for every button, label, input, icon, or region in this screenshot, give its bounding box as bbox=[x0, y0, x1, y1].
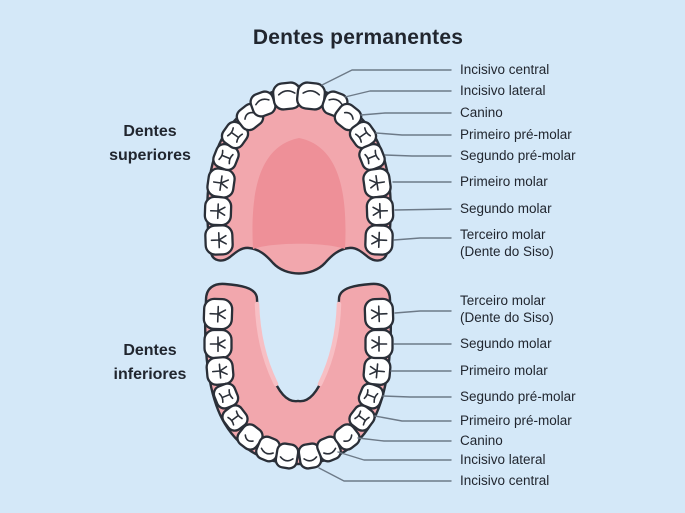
lower-teeth bbox=[202, 297, 395, 470]
section-label-dentes-inferiores: Dentes inferiores bbox=[113, 342, 187, 383]
leader-lower-primeiro-pre-molar bbox=[374, 415, 452, 422]
label-lower-primeiro-molar: Primeiro molar bbox=[460, 363, 548, 378]
upper-tooth-segundo-molar-esq bbox=[203, 195, 233, 227]
upper-teeth bbox=[203, 81, 395, 256]
label-upper-terceiro-molar: Terceiro molar (Dente do Siso) bbox=[460, 227, 554, 259]
label-lower-segundo-molar: Segundo molar bbox=[460, 336, 552, 351]
leader-upper-terceiro-molar bbox=[393, 237, 452, 241]
lower-tooth-primeiro-molar-esq bbox=[205, 356, 235, 386]
lower-tooth-canino-dir bbox=[333, 423, 361, 451]
upper-tooth-segundo-molar-dir bbox=[365, 195, 395, 227]
upper-tooth-incisivo-central-dir bbox=[295, 81, 327, 111]
lower-tooth-incisivo-lateral-esq bbox=[255, 435, 281, 463]
upper-tooth-terceiro-molar-esq bbox=[204, 224, 234, 256]
label-upper-segundo-pre-molar: Segundo pré-molar bbox=[460, 148, 576, 163]
lower-tooth-segundo-molar-esq bbox=[203, 328, 233, 360]
lower-tooth-terceiro-molar-esq bbox=[202, 297, 234, 331]
leader-lines-lower bbox=[318, 310, 452, 482]
label-lower-primeiro-pre-molar: Primeiro pré-molar bbox=[460, 413, 572, 428]
label-lower-terceiro-molar: Terceiro molar (Dente do Siso) bbox=[460, 293, 554, 325]
upper-tooth-primeiro-molar-dir bbox=[362, 167, 392, 199]
label-upper-primeiro-molar: Primeiro molar bbox=[460, 174, 548, 189]
label-upper-primeiro-pre-molar: Primeiro pré-molar bbox=[460, 127, 572, 142]
label-lower-incisivo-central: Incisivo central bbox=[460, 473, 550, 488]
label-lower-segundo-pre-molar: Segundo pré-molar bbox=[460, 389, 576, 404]
label-lower-incisivo-lateral: Incisivo lateral bbox=[460, 452, 546, 467]
lower-tooth-terceiro-molar-dir bbox=[363, 297, 395, 331]
upper-tooth-segundo-pre-molar-esq bbox=[212, 142, 240, 172]
lower-tooth-incisivo-central-esq bbox=[274, 442, 300, 470]
label-upper-segundo-molar: Segundo molar bbox=[460, 201, 552, 216]
page-title: Dentes permanentes bbox=[252, 26, 464, 49]
lower-tooth-primeiro-pre-molar-esq bbox=[221, 404, 249, 432]
upper-tooth-terceiro-molar-dir bbox=[364, 224, 394, 256]
leader-upper-primeiro-pre-molar bbox=[375, 132, 452, 136]
upper-palate bbox=[252, 138, 346, 249]
leader-upper-incisivo-central bbox=[321, 69, 452, 86]
lower-gum-highlight-right bbox=[317, 301, 342, 387]
lower-tooth-primeiro-molar-dir bbox=[362, 356, 392, 386]
lower-tooth-primeiro-pre-molar-dir bbox=[348, 404, 376, 432]
leader-upper-segundo-pre-molar bbox=[384, 154, 452, 157]
leader-lower-segundo-pre-molar bbox=[382, 395, 452, 398]
leader-lower-incisivo-central bbox=[318, 467, 452, 482]
label-upper-incisivo-central: Incisivo central bbox=[460, 62, 550, 77]
leader-lower-terceiro-molar bbox=[394, 310, 452, 314]
lower-tooth-canino-esq bbox=[236, 423, 264, 451]
upper-tooth-primeiro-molar-esq bbox=[206, 167, 236, 199]
lower-gum-highlight-left bbox=[254, 301, 279, 387]
leader-upper-segundo-molar bbox=[394, 208, 452, 211]
leader-lower-incisivo-lateral bbox=[337, 451, 452, 461]
upper-arch bbox=[203, 81, 395, 275]
section-label-dentes-superiores: Dentes superiores bbox=[109, 123, 191, 164]
lower-tooth-segundo-molar-dir bbox=[364, 328, 394, 360]
label-upper-incisivo-lateral: Incisivo lateral bbox=[460, 83, 546, 98]
leader-lower-canino bbox=[357, 437, 452, 442]
leader-lines-upper bbox=[321, 69, 452, 241]
label-lower-canino: Canino bbox=[460, 433, 503, 448]
label-upper-canino: Canino bbox=[460, 105, 503, 120]
leader-upper-canino bbox=[360, 112, 452, 116]
leader-upper-incisivo-lateral bbox=[344, 90, 452, 98]
lower-arch bbox=[202, 282, 395, 470]
